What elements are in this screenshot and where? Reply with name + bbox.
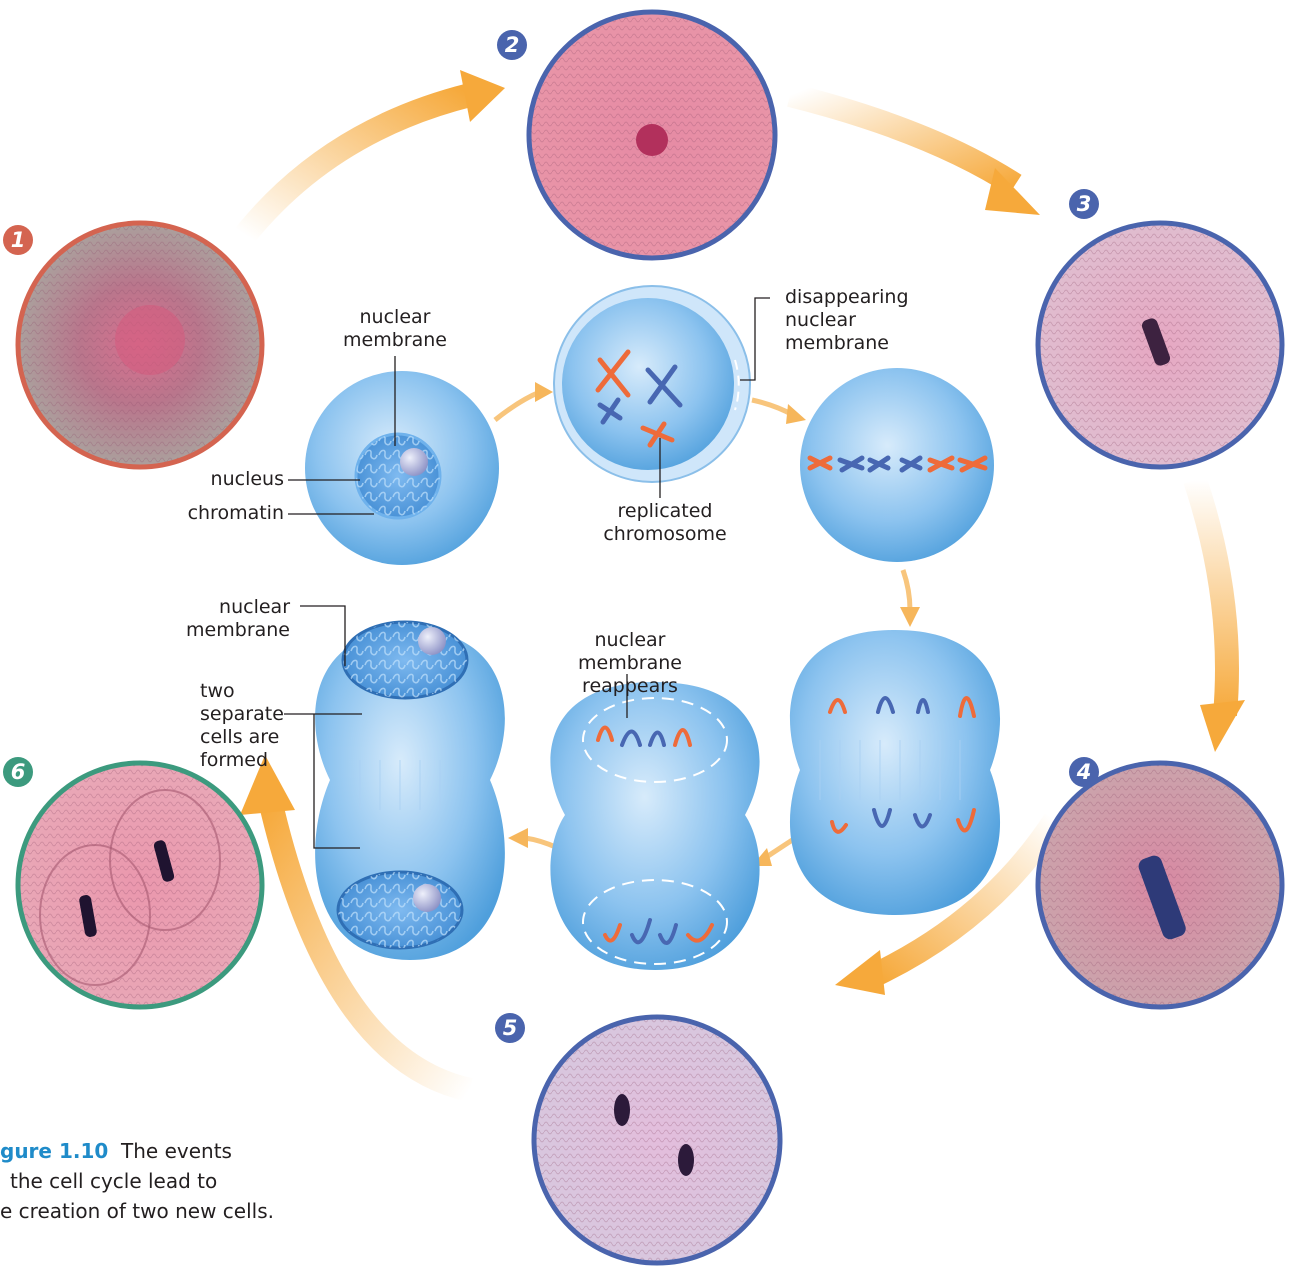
- arrow-2-to-3: [790, 95, 1015, 185]
- micrograph-4: [1038, 763, 1282, 1007]
- arrow-1-to-2-head: [460, 70, 505, 122]
- stage-badge-1: 1: [3, 225, 33, 255]
- inner-arrow-c: [903, 570, 910, 610]
- caption-line-3: e creation of two new cells.: [0, 1196, 330, 1226]
- micrograph-6: [18, 763, 262, 1007]
- arrow-4-to-5-head: [835, 950, 885, 995]
- caption-line-2: the cell cycle lead to: [0, 1166, 330, 1196]
- label-two-separate-cells: two separate cells are formed: [200, 680, 300, 772]
- arrow-3-to-4-head: [1200, 700, 1245, 752]
- label-chromatin: chromatin: [170, 502, 284, 525]
- micrograph-3: [1038, 223, 1282, 467]
- label-replicated-chromosome: replicated chromosome: [590, 500, 740, 546]
- inner-arrow-a: [495, 392, 540, 420]
- cell-interphase: [305, 371, 499, 565]
- label-disappearing-nuclear-membrane: disappearing nuclear membrane: [785, 286, 935, 355]
- arrow-3-to-4: [1195, 480, 1227, 715]
- arrow-1-to-2: [245, 95, 470, 235]
- cell-metaphase: [800, 368, 994, 562]
- cell-cytokinesis: [315, 622, 505, 960]
- inner-arrow-b: [752, 400, 793, 415]
- figure-number: gure 1.10: [0, 1139, 108, 1163]
- stage-badge-5: 5: [495, 1013, 525, 1043]
- micrograph-5: [534, 1017, 780, 1263]
- cell-telophase: [550, 682, 759, 970]
- label-nuclear-membrane-top: nuclear membrane: [335, 306, 455, 352]
- label-nuclear-membrane-reappears: nuclear membrane reappears: [540, 629, 720, 698]
- stage-badge-6: 6: [3, 757, 33, 787]
- cell-anaphase: [790, 630, 1000, 915]
- stage-badge-2: 2: [497, 30, 527, 60]
- caption-line-1: The events: [121, 1139, 232, 1163]
- micrograph-2: [529, 12, 775, 258]
- label-nucleus: nucleus: [180, 468, 284, 491]
- figure-caption: gure 1.10 The events the cell cycle lead…: [0, 1136, 330, 1226]
- cell-prophase: [554, 286, 750, 482]
- label-nuclear-membrane-bottom: nuclear membrane: [180, 596, 290, 642]
- micrograph-1: [18, 223, 262, 467]
- stage-badge-3: 3: [1069, 189, 1099, 219]
- stage-badge-4: 4: [1069, 757, 1099, 787]
